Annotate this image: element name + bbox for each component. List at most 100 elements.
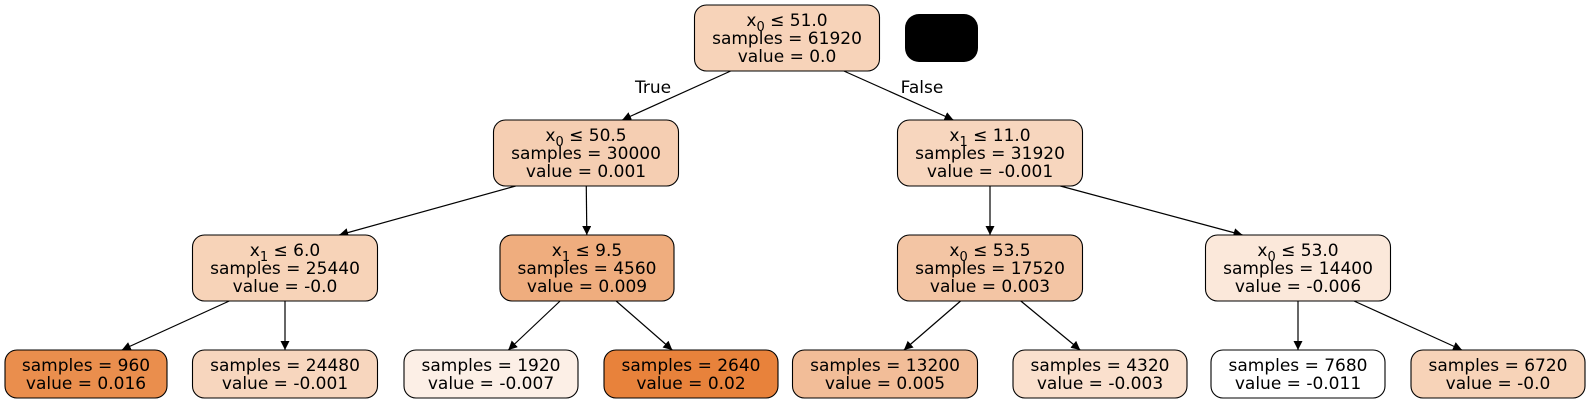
node-samples: samples = 14400 xyxy=(1223,259,1373,279)
node-samples: samples = 6720 xyxy=(1429,356,1568,376)
node-split-condition: x1 ≤ 11.0 xyxy=(949,126,1030,150)
node-split-condition: x0 ≤ 53.0 xyxy=(1257,241,1338,265)
node-samples: samples = 4560 xyxy=(518,259,657,279)
split-variable-subscript: 1 xyxy=(562,250,570,265)
node-box xyxy=(191,234,379,302)
edge-n1-n4 xyxy=(582,185,592,236)
edge-n6-n14 xyxy=(1353,300,1463,351)
node-box xyxy=(693,4,881,72)
node-value: value = 0.001 xyxy=(526,162,646,182)
node-value: value = 0.005 xyxy=(825,374,945,394)
edges-layer: True False xyxy=(121,70,1463,351)
node-samples: samples = 1920 xyxy=(422,356,561,376)
node-split-condition: x0 ≤ 53.5 xyxy=(949,241,1030,265)
node-box xyxy=(1012,349,1188,399)
node-value: value = -0.003 xyxy=(1037,374,1163,394)
edge-n4-n9 xyxy=(507,300,561,351)
edge-label-false: False xyxy=(901,78,944,98)
node-box xyxy=(1210,349,1386,399)
node-box xyxy=(499,234,675,302)
node-split-condition: x0 ≤ 51.0 xyxy=(746,11,827,35)
edge-n2-n6 xyxy=(1060,185,1243,238)
node-samples: samples = 17520 xyxy=(915,259,1065,279)
split-variable: x xyxy=(552,241,562,261)
split-variable-subscript: 0 xyxy=(1267,250,1275,265)
node-box xyxy=(1410,349,1586,399)
node-value: value = 0.0 xyxy=(738,47,837,67)
split-variable: x xyxy=(746,11,756,31)
split-threshold: ≤ 51.0 xyxy=(765,11,828,31)
edge-n0-n1 xyxy=(621,70,731,121)
split-variable: x xyxy=(250,241,260,261)
node-value: value = -0.001 xyxy=(222,374,348,394)
split-variable: x xyxy=(949,126,959,146)
node-samples: samples = 61920 xyxy=(712,29,862,49)
edge-n5-n12 xyxy=(1020,300,1081,351)
split-threshold: ≤ 53.0 xyxy=(1276,241,1339,261)
node-samples: samples = 2640 xyxy=(622,356,761,376)
split-threshold: ≤ 9.5 xyxy=(570,241,622,261)
node-box xyxy=(4,349,168,399)
node-box xyxy=(896,119,1084,187)
node-samples: samples = 25440 xyxy=(210,259,360,279)
node-value: value = -0.0 xyxy=(233,277,338,297)
split-variable-subscript: 0 xyxy=(959,250,967,265)
node-split-condition: x0 ≤ 50.5 xyxy=(545,126,626,150)
edge-n4-n10 xyxy=(615,300,673,351)
split-threshold: ≤ 50.5 xyxy=(564,126,627,146)
node-box xyxy=(896,234,1084,302)
node-box xyxy=(603,349,779,399)
split-threshold: ≤ 6.0 xyxy=(268,241,320,261)
node-box xyxy=(403,349,579,399)
node-split-condition: x1 ≤ 9.5 xyxy=(552,241,622,265)
node-samples: samples = 30000 xyxy=(511,144,661,164)
split-variable-subscript: 0 xyxy=(555,135,563,150)
node-value: value = 0.02 xyxy=(636,374,745,394)
node-value: value = -0.001 xyxy=(927,162,1053,182)
split-variable-subscript: 1 xyxy=(260,250,268,265)
edge-n3-n7 xyxy=(121,300,230,351)
node-box xyxy=(191,349,379,399)
node-samples: samples = 31920 xyxy=(915,144,1065,164)
node-box xyxy=(1204,234,1392,302)
node-value: value = -0.007 xyxy=(428,374,554,394)
node-value: value = -0.011 xyxy=(1235,374,1361,394)
split-variable: x xyxy=(545,126,555,146)
node-samples: samples = 7680 xyxy=(1229,356,1368,376)
split-variable-subscript: 1 xyxy=(959,135,967,150)
node-value: value = 0.003 xyxy=(930,277,1050,297)
split-variable: x xyxy=(949,241,959,261)
split-threshold: ≤ 11.0 xyxy=(968,126,1031,146)
edge-n1-n3 xyxy=(339,185,516,237)
node-value: value = -0.0 xyxy=(1446,374,1551,394)
split-threshold: ≤ 53.5 xyxy=(968,241,1031,261)
node-split-condition: x1 ≤ 6.0 xyxy=(250,241,320,265)
node-samples: samples = 24480 xyxy=(210,356,360,376)
node-box xyxy=(791,349,979,399)
edge-n5-n11 xyxy=(903,300,961,351)
node-samples: samples = 960 xyxy=(22,356,150,376)
split-variable-subscript: 0 xyxy=(756,20,764,35)
node-samples: samples = 13200 xyxy=(810,356,960,376)
node-value: value = 0.016 xyxy=(26,374,146,394)
node-value: value = -0.006 xyxy=(1235,277,1361,297)
split-variable: x xyxy=(1257,241,1267,261)
edge-n0-n2 xyxy=(843,70,954,121)
edge-label-true: True xyxy=(634,78,671,98)
